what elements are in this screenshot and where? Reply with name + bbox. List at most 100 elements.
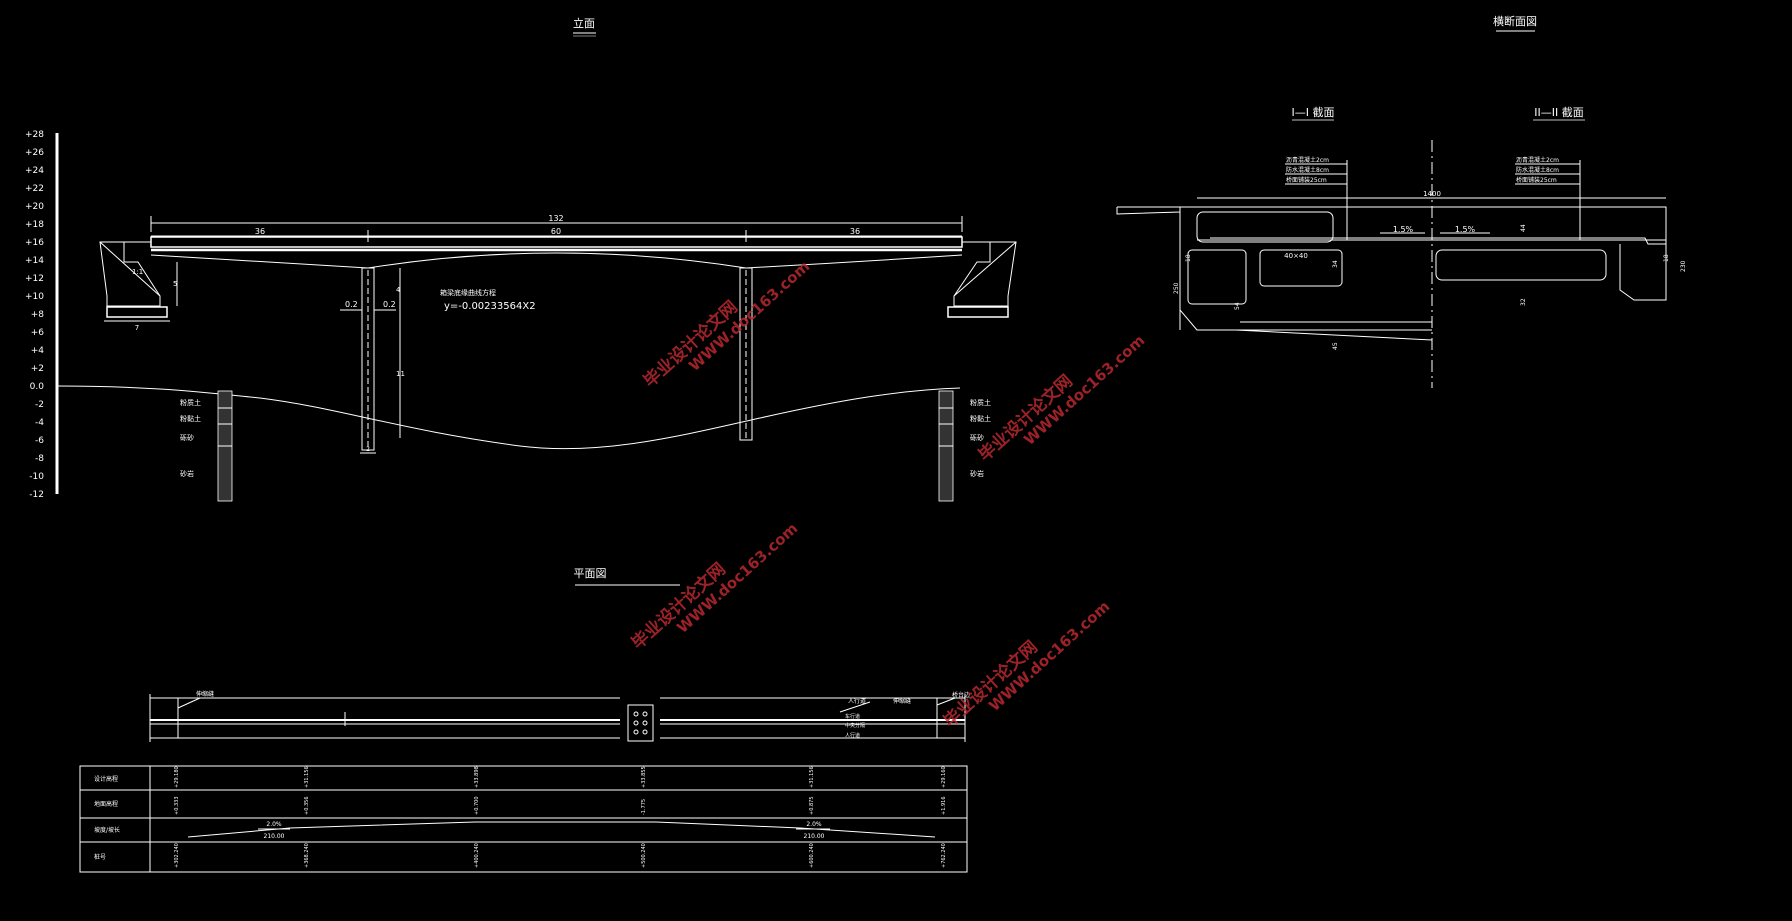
dim-total-span: 132: [548, 214, 563, 223]
bridge-deck: [150, 236, 963, 248]
xs-layer-label: 桥面铺装25cm: [1516, 176, 1557, 184]
abut-left-footing: [106, 306, 168, 318]
scale-label: +26: [25, 148, 44, 158]
scale-label: +20: [25, 202, 44, 212]
watermark-text-b: WWW.doc163.com: [685, 257, 813, 375]
xs-layer-label: 沥青混凝土2cm: [1516, 156, 1559, 164]
watermark-text-b: WWW.doc163.com: [673, 519, 801, 637]
soil-label: 砂岩: [180, 469, 194, 478]
plan-lane-c: 人行道: [845, 732, 860, 739]
plan-bolt-2: [642, 711, 648, 717]
design-elev-cell: +33.855: [641, 766, 647, 788]
chainage-cell: +368.240: [304, 843, 310, 868]
dim-span-right: 36: [850, 227, 860, 236]
grade-left: 2.0%: [266, 821, 282, 828]
scale-label: -2: [35, 400, 44, 410]
xs-layer-label: 沥青混凝土2cm: [1286, 156, 1329, 164]
design-elev-cell: +31.156: [809, 766, 815, 788]
abut-right-slope: [953, 241, 1017, 297]
scale-label: +12: [25, 274, 44, 284]
chainage-cell: +762.240: [941, 843, 947, 868]
scale-label: +10: [25, 292, 44, 302]
length-right: 210.00: [804, 833, 825, 840]
girder-soffit: [150, 252, 963, 269]
plan-lane-a: 车行道: [845, 713, 860, 720]
left-cantilever: [1116, 206, 1181, 215]
plan-leader-right: [936, 697, 956, 706]
slope-ratio: 1:1: [132, 268, 143, 276]
scale-label: +16: [25, 238, 44, 248]
ground-elev-cell: +1.916: [941, 796, 947, 815]
abut-right-body: [953, 241, 1017, 307]
watermark-text-b: WWW.doc163.com: [1020, 331, 1148, 449]
pier-1: [361, 267, 375, 451]
pier-2: [739, 267, 753, 441]
table-header-cell: 坡度/坡长: [94, 826, 120, 834]
abut-height: 5: [173, 280, 177, 288]
right-box-cell: [1435, 249, 1607, 281]
plan-break-box: [627, 704, 654, 742]
table-chainage: +302.240+368.240+400.240+500.240+600.240…: [174, 843, 947, 868]
xs-layer-label: 桥面铺装25cm: [1286, 176, 1327, 184]
grade-right: 2.0%: [806, 821, 822, 828]
pier-top-dim: 4: [396, 286, 401, 294]
watermark-text-b: WWW.doc163.com: [985, 597, 1113, 715]
table-header-cell: 桩号: [94, 853, 106, 861]
plan-bolt-1: [633, 711, 639, 717]
plan-label-left: 伸缩缝: [196, 690, 214, 698]
scale-labels: +28+26+24+22+20+18+16+14+12+10+8+6+4+20.…: [25, 130, 44, 500]
plan-label-right: 伸缩缝: [893, 697, 911, 705]
xs-dim-45: 45: [1332, 342, 1339, 350]
scale-label: +8: [31, 310, 45, 320]
profile-table: [79, 765, 968, 873]
left-box-cell-side: [1187, 249, 1247, 305]
scale-label: +22: [25, 184, 44, 194]
plan-leader-mid: [839, 701, 871, 713]
length-left: 210.00: [264, 833, 285, 840]
plan-bolt-4: [642, 720, 648, 726]
abut-left-slope: [99, 241, 161, 297]
scale-label: +18: [25, 220, 44, 230]
design-elev-cell: +29.160: [941, 766, 947, 788]
ground-elev-cell: -1.775: [641, 799, 647, 815]
section-1-title: I—I 截面: [1292, 105, 1335, 119]
soil-label: 砂岩: [970, 469, 984, 478]
soil-label: 砾砂: [970, 433, 984, 442]
soil-label: 粉质土: [180, 398, 201, 407]
table-header-cell: 地面高程: [94, 800, 118, 808]
table-design-elev: +29.180+31.156+33.898+33.855+31.156+29.1…: [174, 766, 947, 788]
scale-label: +28: [25, 130, 44, 140]
scale-label: -6: [35, 436, 44, 446]
right-box-outer: [1619, 244, 1667, 301]
design-elev-cell: +31.156: [304, 766, 310, 788]
plan-label-far: 桥台边: [952, 691, 970, 699]
ground-elev-cell: +0.700: [474, 796, 480, 815]
watermarks: 毕业设计论文网 WWW.doc163.com 毕业设计论文网 WWW.doc16…: [627, 257, 1148, 731]
soil-label: 粉黏土: [970, 414, 991, 423]
plan-view: [149, 694, 966, 742]
table-header-cell: 设计高程: [94, 775, 118, 783]
elevation-scale: +28+26+24+22+20+18+16+14+12+10+8+6+4+20.…: [25, 130, 59, 500]
xs-bottom-right: 32: [1520, 298, 1527, 306]
scale-label: -4: [35, 418, 44, 428]
xs-right-flange: 18: [1663, 254, 1670, 262]
ground-elev-cell: +0.356: [304, 796, 310, 815]
xs-width-total: 1400: [1423, 190, 1441, 198]
pier-offset-left: 0.2: [345, 300, 358, 309]
chainage-cell: +302.240: [174, 843, 180, 868]
xs-chamfer: 40×40: [1284, 252, 1308, 260]
pile-width: 2: [366, 446, 370, 453]
ground-elev-cell: +0.875: [809, 796, 815, 815]
xs-slope-right: 1.5%: [1455, 225, 1476, 234]
scale-label: +14: [25, 256, 44, 266]
scale-label: +4: [31, 346, 45, 356]
xs-left-height: 250: [1173, 282, 1180, 294]
xs-right-height: 230: [1680, 260, 1687, 272]
scale-label: +6: [31, 328, 45, 338]
cross-section: 1400: [1116, 140, 1667, 388]
soil-label: 粉质土: [970, 398, 991, 407]
table-ground-elev: +0.333+0.356+0.700-1.775+0.875+1.916: [174, 796, 947, 815]
